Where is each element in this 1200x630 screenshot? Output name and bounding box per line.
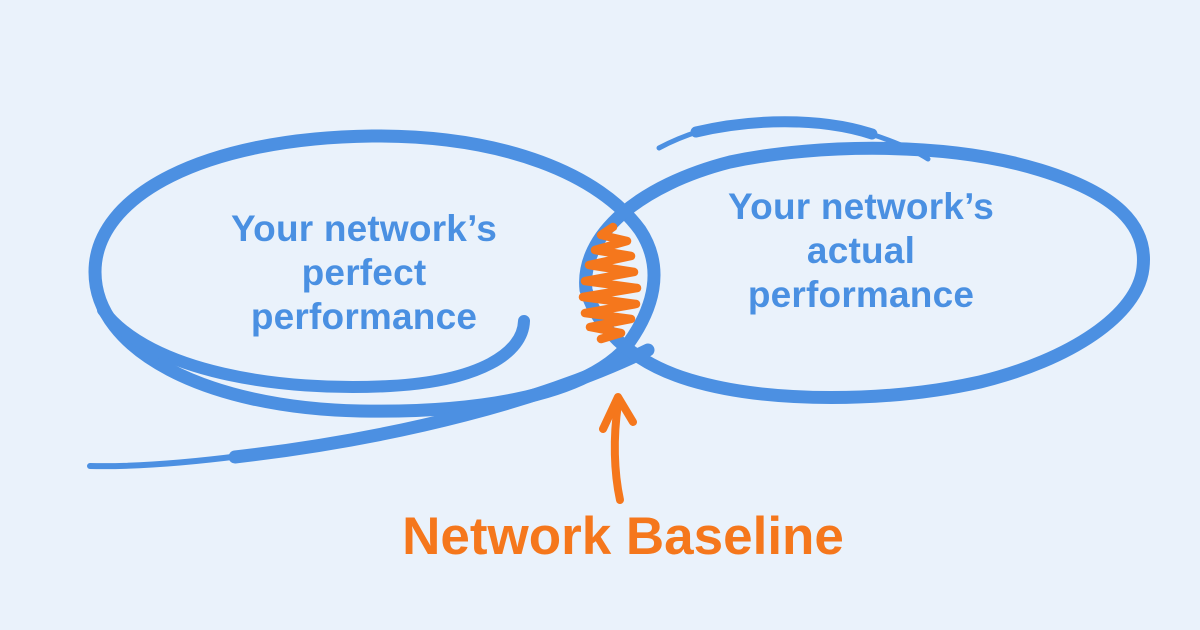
right-circle (579, 141, 1150, 404)
right-circle-label: Your network’s actual performance (728, 185, 994, 317)
left-circle-tail-tip (87, 453, 243, 470)
right-label-line-1: Your network’s (728, 186, 994, 227)
right-label-line-2: actual (806, 230, 916, 271)
left-circle-label: Your network’s perfect performance (231, 207, 497, 339)
left-circle (88, 129, 661, 418)
left-label-line-1: Your network’s (231, 208, 497, 249)
arrow-head (599, 393, 637, 433)
overlap-caption: Network Baseline (402, 507, 844, 566)
left-label-line-2: perfect (301, 252, 427, 293)
right-circle-top-stroke (690, 116, 878, 140)
left-label-line-3: performance (250, 296, 478, 337)
right-circle-top-stroke-right-tip (865, 130, 931, 162)
overlap-scribble-icon (578, 222, 642, 344)
left-circle-inner-stroke (97, 304, 530, 394)
right-label-line-3: performance (747, 274, 975, 315)
left-circle-tail-stroke (228, 343, 655, 464)
up-arrow-icon (599, 393, 637, 504)
arrow-stem (610, 400, 624, 504)
